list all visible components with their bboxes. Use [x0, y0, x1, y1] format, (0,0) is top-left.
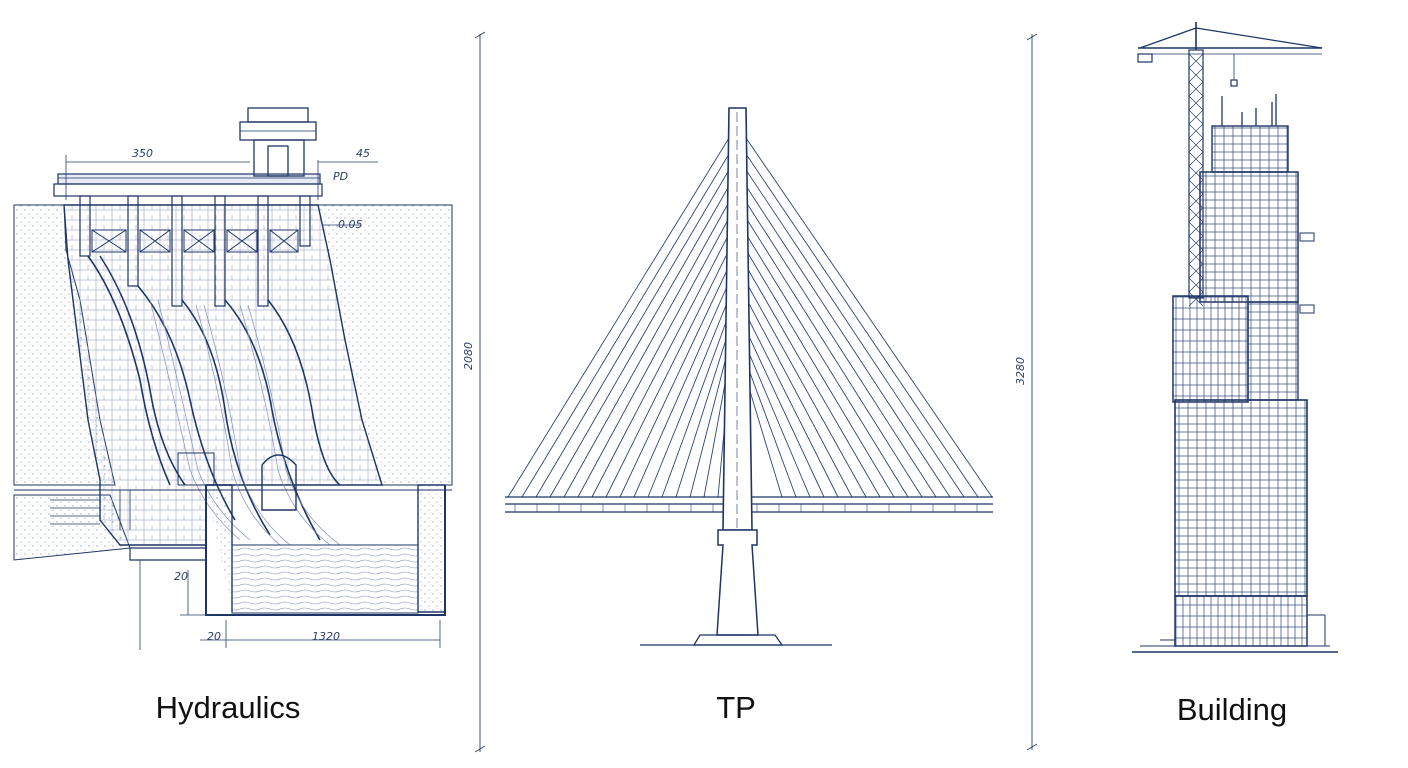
dam-piers [79, 195, 311, 307]
pylon-lower [716, 529, 759, 636]
hydraulics-dim-labels: 350 45 PD 0.05 20 20 1320 [132, 147, 370, 643]
stay-cable [633, 281, 730, 498]
stay-cable [745, 153, 979, 498]
dim-bottom-width: 1320 [312, 630, 340, 643]
hydraulics-panel [13, 107, 453, 650]
dim-top-width: 350 [132, 147, 153, 160]
stay-cable [745, 185, 951, 498]
tower-lower [1174, 399, 1308, 597]
deck-joints [514, 504, 978, 512]
stay-cable [745, 313, 839, 498]
stay-cable [745, 297, 853, 498]
tower-mid-right [1247, 301, 1299, 401]
stay-cable [521, 153, 730, 498]
stay-cable [507, 137, 730, 498]
stay-cable [745, 169, 965, 498]
tower-upper [1199, 171, 1299, 303]
hydraulics-dimensions [65, 155, 441, 650]
building-panel [1132, 22, 1338, 653]
stay-cable [577, 217, 730, 498]
dim-left-height: 20 [174, 570, 188, 583]
stay-cable [745, 329, 825, 498]
caption-hydraulics: Hydraulics [155, 690, 301, 725]
stay-cable [745, 233, 909, 498]
caption-tp: TP [716, 690, 756, 725]
tower-base [1174, 595, 1308, 647]
stay-cable [605, 249, 730, 498]
stay-cable [563, 201, 730, 498]
stay-cable [549, 185, 730, 498]
stay-cable [661, 313, 730, 498]
divider-2 [1026, 33, 1038, 751]
basin-water [231, 544, 419, 614]
divider-1-label: 2080 [462, 342, 475, 370]
dim-annot-pd: PD [333, 170, 348, 183]
stay-cable [745, 281, 867, 498]
bridge-pylon [722, 107, 753, 531]
left-stairs [50, 490, 131, 530]
divider-1 [474, 31, 486, 753]
gallery-arch [261, 454, 297, 511]
sluice-gates [91, 229, 299, 253]
stay-cable [745, 265, 881, 498]
stay-cable [745, 201, 937, 498]
divider-2-label: 3280 [1014, 357, 1027, 385]
stay-cable [745, 377, 783, 498]
stay-cable [745, 137, 993, 498]
dim-annot-side: 0.05 [338, 218, 363, 231]
stay-cable [591, 233, 730, 498]
stay-cable [745, 217, 923, 498]
stay-cable [689, 345, 730, 498]
tower-crown [1211, 125, 1289, 173]
control-house [239, 107, 317, 177]
stay-cable [675, 329, 730, 498]
tower-mid [1172, 295, 1249, 403]
stay-cable [647, 297, 730, 498]
stay-cable [745, 361, 797, 498]
stay-cable [745, 345, 811, 498]
stay-cable [535, 169, 730, 498]
stay-cable [745, 249, 895, 498]
rooftop-scaffold [1221, 94, 1277, 126]
dim-top-right: 45 [356, 147, 370, 160]
dim-bottom-left: 20 [207, 630, 221, 643]
caption-building: Building [1176, 692, 1288, 727]
stay-cable [619, 265, 730, 498]
tp-panel [505, 107, 993, 646]
